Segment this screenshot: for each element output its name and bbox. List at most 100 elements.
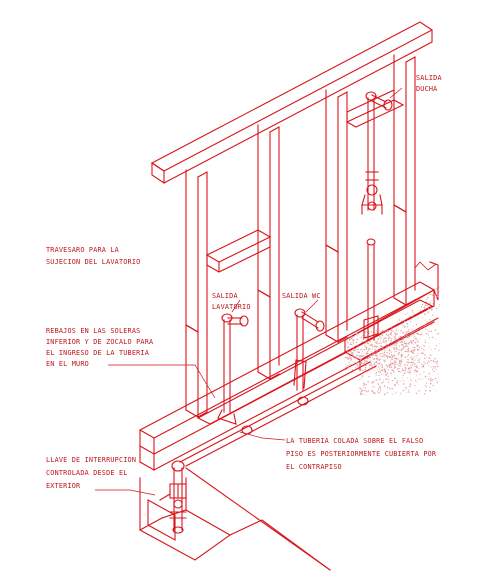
hatch-dot [396, 380, 399, 382]
hatch-dot [371, 347, 373, 349]
hatch-dot [369, 355, 371, 357]
hatch-dot [393, 336, 395, 338]
hatch-dot [436, 295, 438, 298]
hatch-dot [439, 287, 440, 288]
hatch-dot [364, 331, 367, 333]
hatch-dot [437, 323, 439, 325]
hatch-dot [430, 359, 432, 362]
hatch-dot [436, 333, 438, 335]
hatch-dot [404, 326, 406, 329]
hatch-dot [416, 366, 418, 369]
hatch-dot [408, 337, 410, 339]
stud-right [393, 54, 416, 306]
hatch-dot [407, 336, 409, 338]
hatch-dot [382, 369, 384, 372]
label-rebajos-line-1: REBAJOS EN LAS SOLERAS [46, 327, 140, 335]
hatch-dot [360, 336, 363, 339]
stud-middle-2 [325, 89, 348, 343]
hatch-dot [406, 326, 409, 328]
hatch-dot [380, 331, 382, 333]
hatch-dot [416, 332, 418, 335]
hatch-dot [393, 347, 395, 349]
hatch-dot [430, 307, 432, 309]
hatch-dot [370, 331, 373, 333]
hatch-dot [432, 378, 434, 381]
hatch-dot [387, 335, 389, 337]
hatch-dot [368, 370, 370, 372]
hatch-dot [403, 340, 405, 342]
hatch-dot [357, 348, 359, 351]
hatch-dot [436, 362, 438, 365]
label-travesaro-line-1: TRAVESARO PARA LA [46, 246, 119, 254]
hatch-dot [433, 361, 435, 363]
hatch-dot [390, 360, 392, 362]
hatch-dot [350, 356, 352, 358]
hatch-dot [424, 324, 426, 326]
hatch-dot [378, 342, 379, 344]
hatch-dot [407, 364, 408, 366]
hatch-dot [437, 317, 439, 320]
hatch-dot [384, 361, 386, 363]
hatch-dot [418, 378, 420, 380]
hatch-dot [386, 351, 388, 353]
hatch-dot [394, 366, 397, 368]
hatch-dot [381, 333, 383, 335]
hatch-dot [377, 339, 379, 341]
hatch-dot [379, 365, 381, 367]
hatch-dot [374, 346, 376, 348]
hatch-dot [391, 387, 393, 390]
hatch-dot [389, 366, 391, 368]
hatch-dot [365, 338, 367, 340]
hatch-dot [395, 359, 397, 361]
foundation-trench [139, 467, 331, 571]
hatch-dot [386, 329, 388, 331]
hatch-dot [373, 363, 375, 366]
hatch-dot [387, 345, 389, 347]
label-tuberia-line-3: EL CONTRAPISO [286, 463, 342, 471]
hatch-dot [384, 360, 386, 362]
hatch-dot [387, 351, 389, 353]
hatch-dot [362, 393, 364, 395]
hatch-dot [373, 358, 376, 360]
hatch-dot [383, 370, 386, 372]
hatch-dot [405, 331, 407, 333]
hatch-dot [357, 345, 359, 347]
hatch-dot [365, 342, 367, 344]
hatch-dot [360, 369, 362, 371]
hatch-dot [355, 366, 356, 368]
hatch-dot [354, 348, 357, 350]
hatch-dot [378, 392, 380, 394]
hatch-dot [368, 341, 370, 343]
hatch-dot [358, 368, 360, 370]
hatch-dot [374, 392, 376, 395]
hatch-dot [399, 336, 401, 338]
hatch-dot [436, 360, 438, 363]
hatch-dot [429, 379, 432, 382]
hatch-dot [400, 355, 402, 357]
hatch-dot [425, 385, 427, 387]
hatch-dot [420, 363, 423, 365]
hatch-dot [429, 319, 431, 321]
hatch-dot [412, 348, 414, 350]
hatch-dot [390, 331, 393, 334]
hatch-dot [399, 370, 401, 372]
hatch-dot [403, 383, 405, 385]
hatch-dot [408, 332, 410, 334]
hatch-dot [412, 312, 414, 314]
hatch-dot [407, 371, 409, 373]
hatch-dot [376, 351, 378, 353]
hatch-dot [423, 377, 425, 378]
hatch-dot [409, 335, 411, 337]
hatch-dot [405, 391, 407, 393]
hatch-dot [379, 353, 381, 355]
hatch-dot [393, 367, 396, 369]
hatch-dot [384, 356, 386, 358]
label-salida-lavatorio-line-1: SALIDA [212, 292, 238, 300]
hatch-dot [363, 382, 365, 385]
hatch-dot [401, 348, 404, 350]
hatch-dot [409, 340, 412, 343]
hatch-dot [359, 362, 362, 365]
hatch-dot [383, 385, 386, 387]
hatch-dot [406, 364, 409, 366]
hatch-dot [411, 356, 412, 358]
